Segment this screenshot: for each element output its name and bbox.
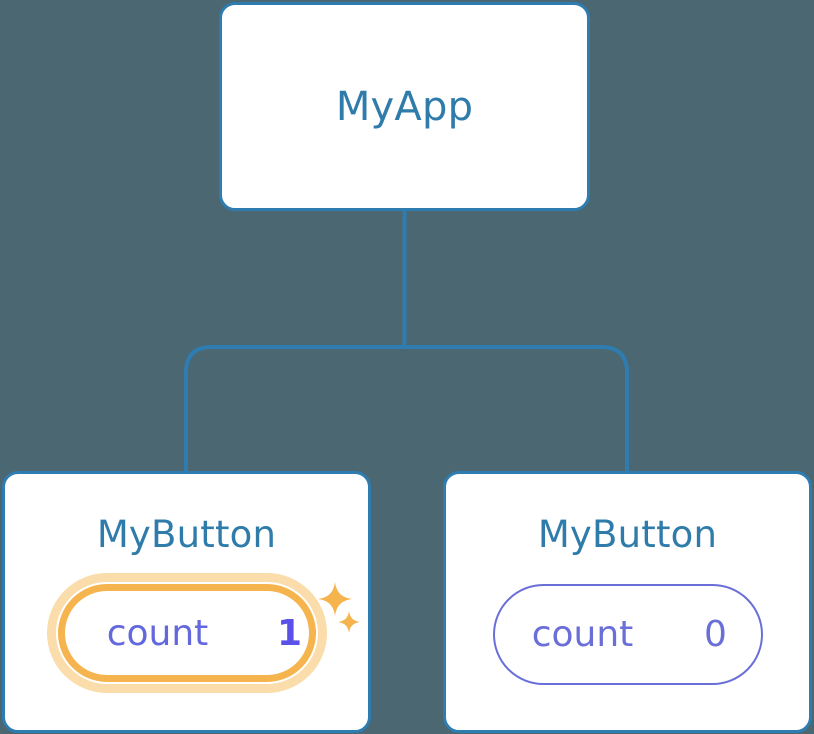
- edge-to-left-child: [184, 345, 405, 471]
- node-myapp[interactable]: MyApp: [219, 2, 590, 211]
- state-value: 0: [704, 614, 727, 655]
- state-pill-glow: [46, 573, 327, 693]
- state-value: 1: [276, 612, 303, 654]
- state-pill[interactable]: count 0: [492, 584, 763, 685]
- node-mybutton-right[interactable]: MyButton count 0: [443, 471, 812, 733]
- node-title: MyButton: [537, 513, 718, 556]
- state-pill-wrapper: count 1: [46, 573, 360, 693]
- node-mybutton-left[interactable]: MyButton count 1: [2, 471, 371, 733]
- node-title: MyButton: [96, 513, 277, 556]
- state-key: count: [531, 614, 634, 655]
- edge-to-right-child: [404, 345, 629, 471]
- state-pill-highlighted[interactable]: count 1: [57, 584, 316, 682]
- sparkle-small-icon: [337, 611, 360, 633]
- node-title: MyApp: [335, 83, 474, 130]
- state-pill-wrapper: count 0: [492, 584, 763, 685]
- state-key: count: [106, 612, 209, 654]
